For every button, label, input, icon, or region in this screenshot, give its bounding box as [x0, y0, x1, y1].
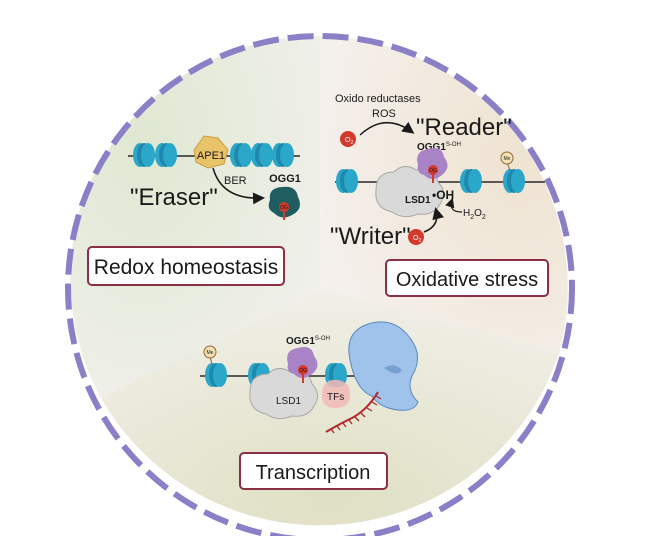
redox-homeostasis-label: Redox homeostasis — [94, 256, 278, 279]
h2o2-label: H2O2 — [463, 208, 486, 221]
redox-homeostasis-box: Redox homeostasis — [87, 246, 285, 286]
oxidative-stress-box: Oxidative stress — [385, 259, 549, 297]
oxidative-stress-label: Oxidative stress — [396, 269, 538, 291]
nucleosome — [272, 143, 294, 167]
nucleosome — [336, 169, 358, 193]
o2-icon: O2 — [340, 131, 356, 147]
eraser-label: "Eraser" — [130, 184, 218, 211]
nucleosome — [205, 363, 227, 387]
og-label: OG — [280, 205, 288, 211]
oxidative-diagram: Oxido reductases O2 ROS "Reader" OGG1S-O… — [330, 93, 545, 250]
ape1-label: APE1 — [197, 150, 225, 162]
ogg1-label: OGG1 — [269, 173, 301, 185]
ros-label: ROS — [372, 108, 396, 120]
lsd1-protein — [249, 368, 318, 420]
transcription-diagram: OGG1S-OH TFs LSD1 OG Me — [200, 321, 419, 434]
redox-diagram: APE1 BER "Eraser" OGG1 OG — [128, 135, 301, 221]
methyl-icon: Me — [203, 345, 217, 365]
nucleosome — [133, 143, 155, 167]
mrna-transcript — [325, 391, 382, 434]
og-label: OG — [429, 168, 437, 174]
ogg1-soh-label: OGG1S-OH — [286, 336, 330, 347]
svg-text:Me: Me — [207, 350, 214, 356]
o2-icon: O2 — [408, 229, 424, 245]
ogg1-purple-protein — [287, 347, 318, 378]
rna-polymerase-cleft — [384, 365, 402, 374]
nucleosome — [503, 169, 525, 193]
oxido-reductases-label: Oxido reductases — [335, 93, 421, 105]
svg-text:O2: O2 — [345, 137, 353, 146]
ogg1-soh-label: OGG1S-OH — [417, 142, 461, 153]
svg-text:Me: Me — [504, 156, 511, 162]
ape1-protein — [193, 135, 229, 169]
lsd1-protein — [375, 166, 444, 218]
nucleosome — [460, 169, 482, 193]
methyl-icon: Me — [500, 151, 514, 171]
ber-label: BER — [224, 175, 247, 187]
ogg1-purple-protein — [417, 148, 448, 179]
writer-label: "Writer" — [330, 223, 411, 250]
svg-text:O2: O2 — [413, 235, 421, 244]
nucleosome — [251, 143, 273, 167]
sector-redox-homeostasis — [70, 35, 321, 399]
writer-arrow — [423, 207, 444, 233]
oh-radical-label: •OH — [432, 188, 454, 202]
ber-arrow — [212, 167, 265, 205]
tfs-protein — [321, 379, 350, 408]
lsd1-label: LSD1 — [405, 195, 431, 206]
reader-label: "Reader" — [416, 114, 512, 141]
lsd1-label: LSD1 — [276, 396, 301, 407]
h2o2-arrow — [445, 197, 463, 213]
tfs-label: TFs — [327, 392, 344, 403]
circle-rim — [65, 33, 575, 536]
transcription-box: Transcription — [239, 452, 388, 490]
nucleosome — [230, 143, 252, 167]
ros-arrow — [359, 121, 415, 136]
og-label: OG — [299, 368, 307, 374]
transcription-label: Transcription — [256, 462, 371, 484]
nucleosome — [155, 143, 177, 167]
